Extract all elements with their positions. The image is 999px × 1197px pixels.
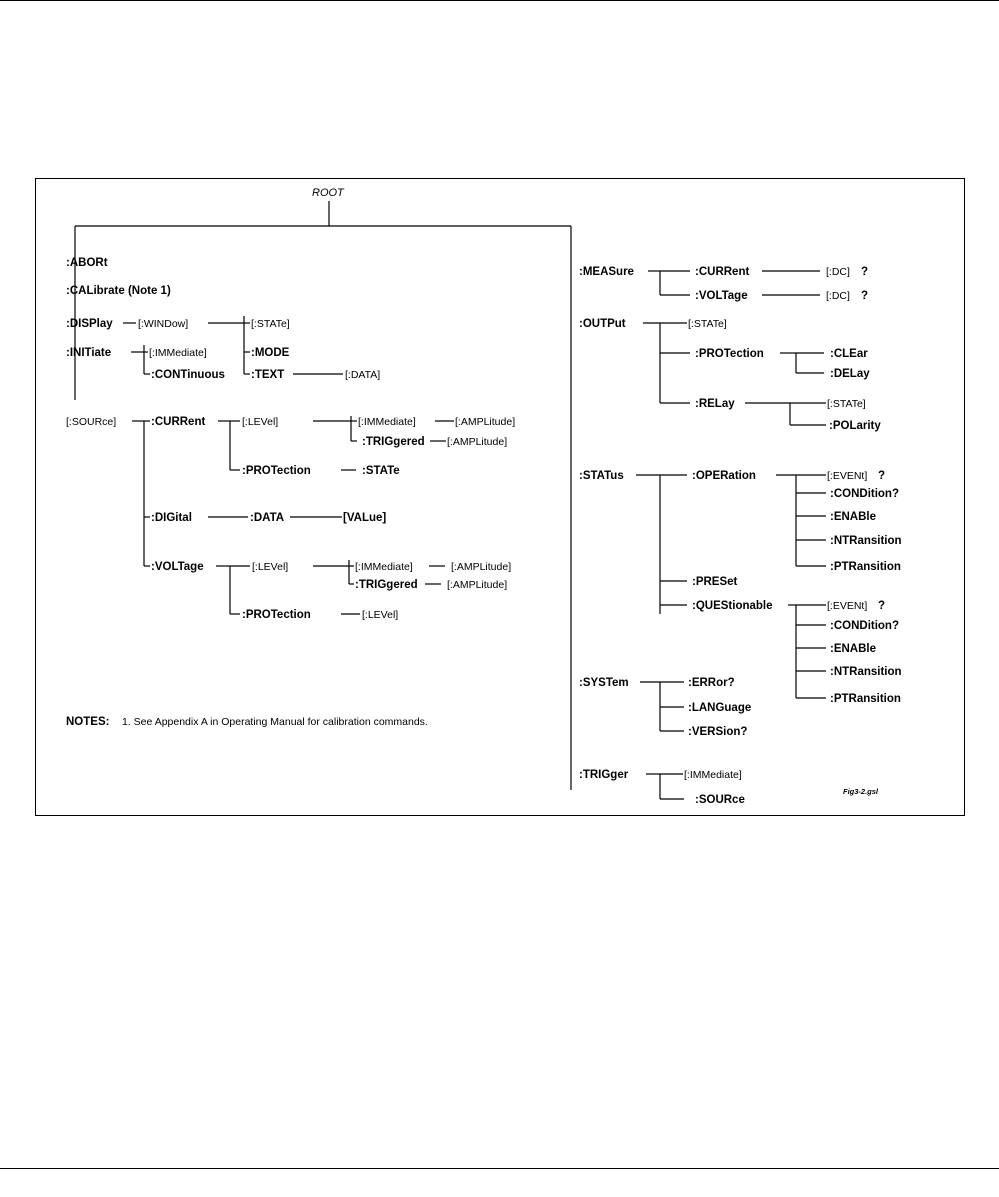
measure-voltage-query-mark: ? bbox=[861, 290, 868, 302]
trigger-source-node: :SOURce bbox=[695, 794, 745, 806]
figure-id: Fig3-2.gsl bbox=[843, 787, 879, 796]
digital-node: :DIGital bbox=[151, 512, 192, 524]
voltage-level-node: [:LEVel] bbox=[252, 561, 288, 573]
output-state-node: [:STATe] bbox=[688, 318, 727, 330]
root-label: ROOT bbox=[312, 187, 345, 199]
abort-node: :ABORt bbox=[66, 257, 108, 269]
notes-label: NOTES: bbox=[66, 716, 109, 728]
measure-node: :MEASure bbox=[579, 266, 634, 278]
questionable-event-node: [:EVENt] bbox=[827, 600, 867, 612]
output-relay-polarity-node: :POLarity bbox=[829, 420, 881, 432]
measure-current-dc-node: [:DC] bbox=[826, 266, 850, 278]
display-text-node: :TEXT bbox=[251, 369, 284, 381]
current-level-node: [:LEVel] bbox=[242, 416, 278, 428]
current-protection-state-node: :STATe bbox=[362, 465, 400, 477]
display-node: :DISPlay bbox=[66, 318, 113, 330]
output-relay-node: :RELay bbox=[695, 398, 735, 410]
questionable-condition-node: :CONDition? bbox=[830, 620, 899, 632]
measure-voltage-dc-node: [:DC] bbox=[826, 290, 850, 302]
output-relay-state-node: [:STATe] bbox=[827, 398, 866, 410]
current-protection-node: :PROTection bbox=[242, 465, 311, 477]
voltage-immediate-amplitude-node: [:AMPLitude] bbox=[451, 561, 511, 573]
system-language-node: :LANGuage bbox=[688, 702, 751, 714]
top-rule bbox=[0, 0, 999, 1]
display-mode-node: :MODE bbox=[251, 347, 290, 359]
operation-enable-node: :ENABle bbox=[830, 511, 876, 523]
questionable-ntransition-node: :NTRansition bbox=[830, 666, 902, 678]
display-text-data-node: [:DATA] bbox=[345, 369, 380, 381]
operation-event-node: [:EVENt] bbox=[827, 470, 867, 482]
measure-current-query-mark: ? bbox=[861, 266, 868, 278]
questionable-ptransition-node: :PTRansition bbox=[830, 693, 901, 705]
system-error-node: :ERRor? bbox=[688, 677, 735, 689]
display-window-node: [:WINDow] bbox=[138, 318, 188, 330]
operation-ntransition-node: :NTRansition bbox=[830, 535, 902, 547]
output-node: :OUTPut bbox=[579, 318, 626, 330]
source-node: [:SOURce] bbox=[66, 416, 116, 428]
notes-text: 1. See Appendix A in Operating Manual fo… bbox=[122, 716, 428, 728]
bottom-rule bbox=[0, 1168, 999, 1169]
display-state-node: [:STATe] bbox=[251, 318, 290, 330]
voltage-protection-level-node: [:LEVel] bbox=[362, 609, 398, 621]
operation-ptransition-node: :PTRansition bbox=[830, 561, 901, 573]
trigger-immediate-node: [:IMMediate] bbox=[684, 769, 742, 781]
current-triggered-node: :TRIGgered bbox=[362, 436, 425, 448]
status-node: :STATus bbox=[579, 470, 624, 482]
operation-event-query-mark: ? bbox=[878, 470, 885, 482]
output-protection-node: :PROTection bbox=[695, 348, 764, 360]
measure-current-node: :CURRent bbox=[695, 266, 749, 278]
operation-node: :OPERation bbox=[692, 470, 756, 482]
current-immediate-node: [:IMMediate] bbox=[358, 416, 416, 428]
current-node: :CURRent bbox=[151, 416, 205, 428]
current-triggered-amplitude-node: [:AMPLitude] bbox=[447, 436, 507, 448]
output-protection-delay-node: :DELay bbox=[830, 368, 870, 380]
voltage-immediate-node: [:IMMediate] bbox=[355, 561, 413, 573]
measure-voltage-node: :VOLTage bbox=[695, 290, 748, 302]
voltage-protection-node: :PROTection bbox=[242, 609, 311, 621]
digital-data-node: :DATA bbox=[250, 512, 284, 524]
questionable-enable-node: :ENABle bbox=[830, 643, 876, 655]
diagram-frame bbox=[35, 178, 965, 816]
calibrate-node: :CALibrate (Note 1) bbox=[66, 285, 171, 297]
operation-condition-node: :CONDition? bbox=[830, 488, 899, 500]
system-version-node: :VERSion? bbox=[688, 726, 747, 738]
system-node: :SYSTem bbox=[579, 677, 629, 689]
initiate-node: :INITiate bbox=[66, 347, 111, 359]
preset-node: :PRESet bbox=[692, 576, 738, 588]
initiate-immediate-node: [:IMMediate] bbox=[149, 347, 207, 359]
voltage-triggered-amplitude-node: [:AMPLitude] bbox=[447, 579, 507, 591]
trigger-node: :TRIGger bbox=[579, 769, 629, 781]
current-immediate-amplitude-node: [:AMPLitude] bbox=[455, 416, 515, 428]
questionable-event-query-mark: ? bbox=[878, 600, 885, 612]
voltage-triggered-node: :TRIGgered bbox=[355, 579, 418, 591]
output-protection-clear-node: :CLEar bbox=[830, 348, 868, 360]
voltage-node: :VOLTage bbox=[151, 561, 204, 573]
digital-value-node: [VALue] bbox=[343, 512, 386, 524]
initiate-continuous-node: :CONTinuous bbox=[151, 369, 225, 381]
questionable-node: :QUEStionable bbox=[692, 600, 773, 612]
